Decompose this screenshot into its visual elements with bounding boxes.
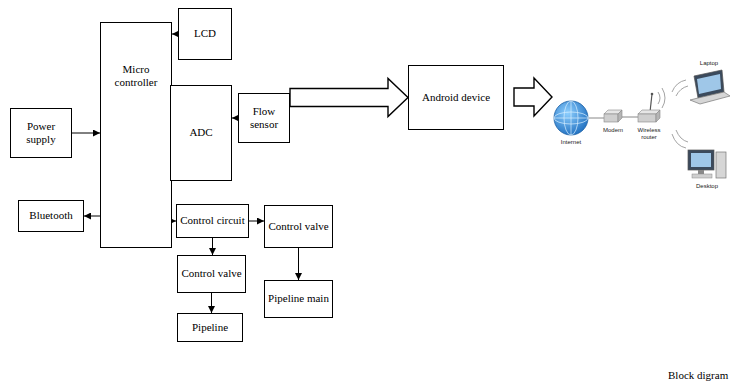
- wireless-waves: [658, 80, 688, 148]
- modem-icon: [604, 110, 622, 122]
- box-label: Control circuit: [180, 214, 244, 227]
- icon-label: Wireless router: [634, 127, 664, 140]
- adc-box: ADC: [170, 85, 232, 181]
- valve-box: Control valve: [177, 255, 246, 293]
- box-label: Pipeline: [192, 321, 228, 334]
- box-label: LCD: [194, 27, 216, 40]
- sensor-box: Flow sensor: [238, 93, 290, 143]
- icon-label: Desktop: [696, 183, 718, 190]
- power-box: Power supply: [10, 108, 72, 158]
- diagram-caption: Block digram: [668, 369, 728, 381]
- box-label: Control valve: [268, 220, 328, 233]
- box-label: Pipeline main: [268, 292, 329, 305]
- network-cable: [589, 118, 604, 119]
- box-label: Bluetooth: [29, 209, 72, 222]
- icon-label: Modem: [603, 127, 623, 134]
- connector-arrow: [249, 221, 264, 222]
- laptop-icon: [690, 70, 730, 104]
- connector-arrow: [84, 216, 100, 217]
- connector-arrow: [72, 133, 100, 134]
- network-cable: [622, 117, 638, 118]
- box-label: Android device: [422, 91, 490, 104]
- valve-box: Control valve: [264, 205, 333, 248]
- display-box: LCD: [178, 8, 232, 60]
- hollow-arrow: [514, 78, 552, 116]
- controller-box: Micro controller: [100, 22, 172, 248]
- box-label: Control valve: [181, 267, 241, 280]
- globe-icon: [554, 101, 588, 135]
- control-box: Control circuit: [176, 204, 249, 238]
- connector-arrow: [298, 248, 299, 280]
- bluetooth-box: Bluetooth: [18, 200, 84, 232]
- connector-arrow: [211, 293, 212, 313]
- router-icon: [638, 93, 660, 122]
- pipeline-box: Pipeline main: [264, 280, 333, 318]
- connector-arrow: [212, 238, 213, 255]
- icon-label: Internet: [561, 139, 581, 146]
- box-label: ADC: [189, 126, 212, 139]
- pipeline-box: Pipeline: [177, 313, 243, 342]
- box-label: Power supply: [11, 120, 71, 146]
- hollow-arrow: [290, 79, 408, 117]
- device-box: Android device: [408, 65, 504, 130]
- box-label: Micro controller: [101, 63, 171, 89]
- box-label: Flow sensor: [239, 105, 289, 131]
- icon-label: Laptop: [700, 60, 718, 67]
- desktop-icon: [688, 150, 726, 178]
